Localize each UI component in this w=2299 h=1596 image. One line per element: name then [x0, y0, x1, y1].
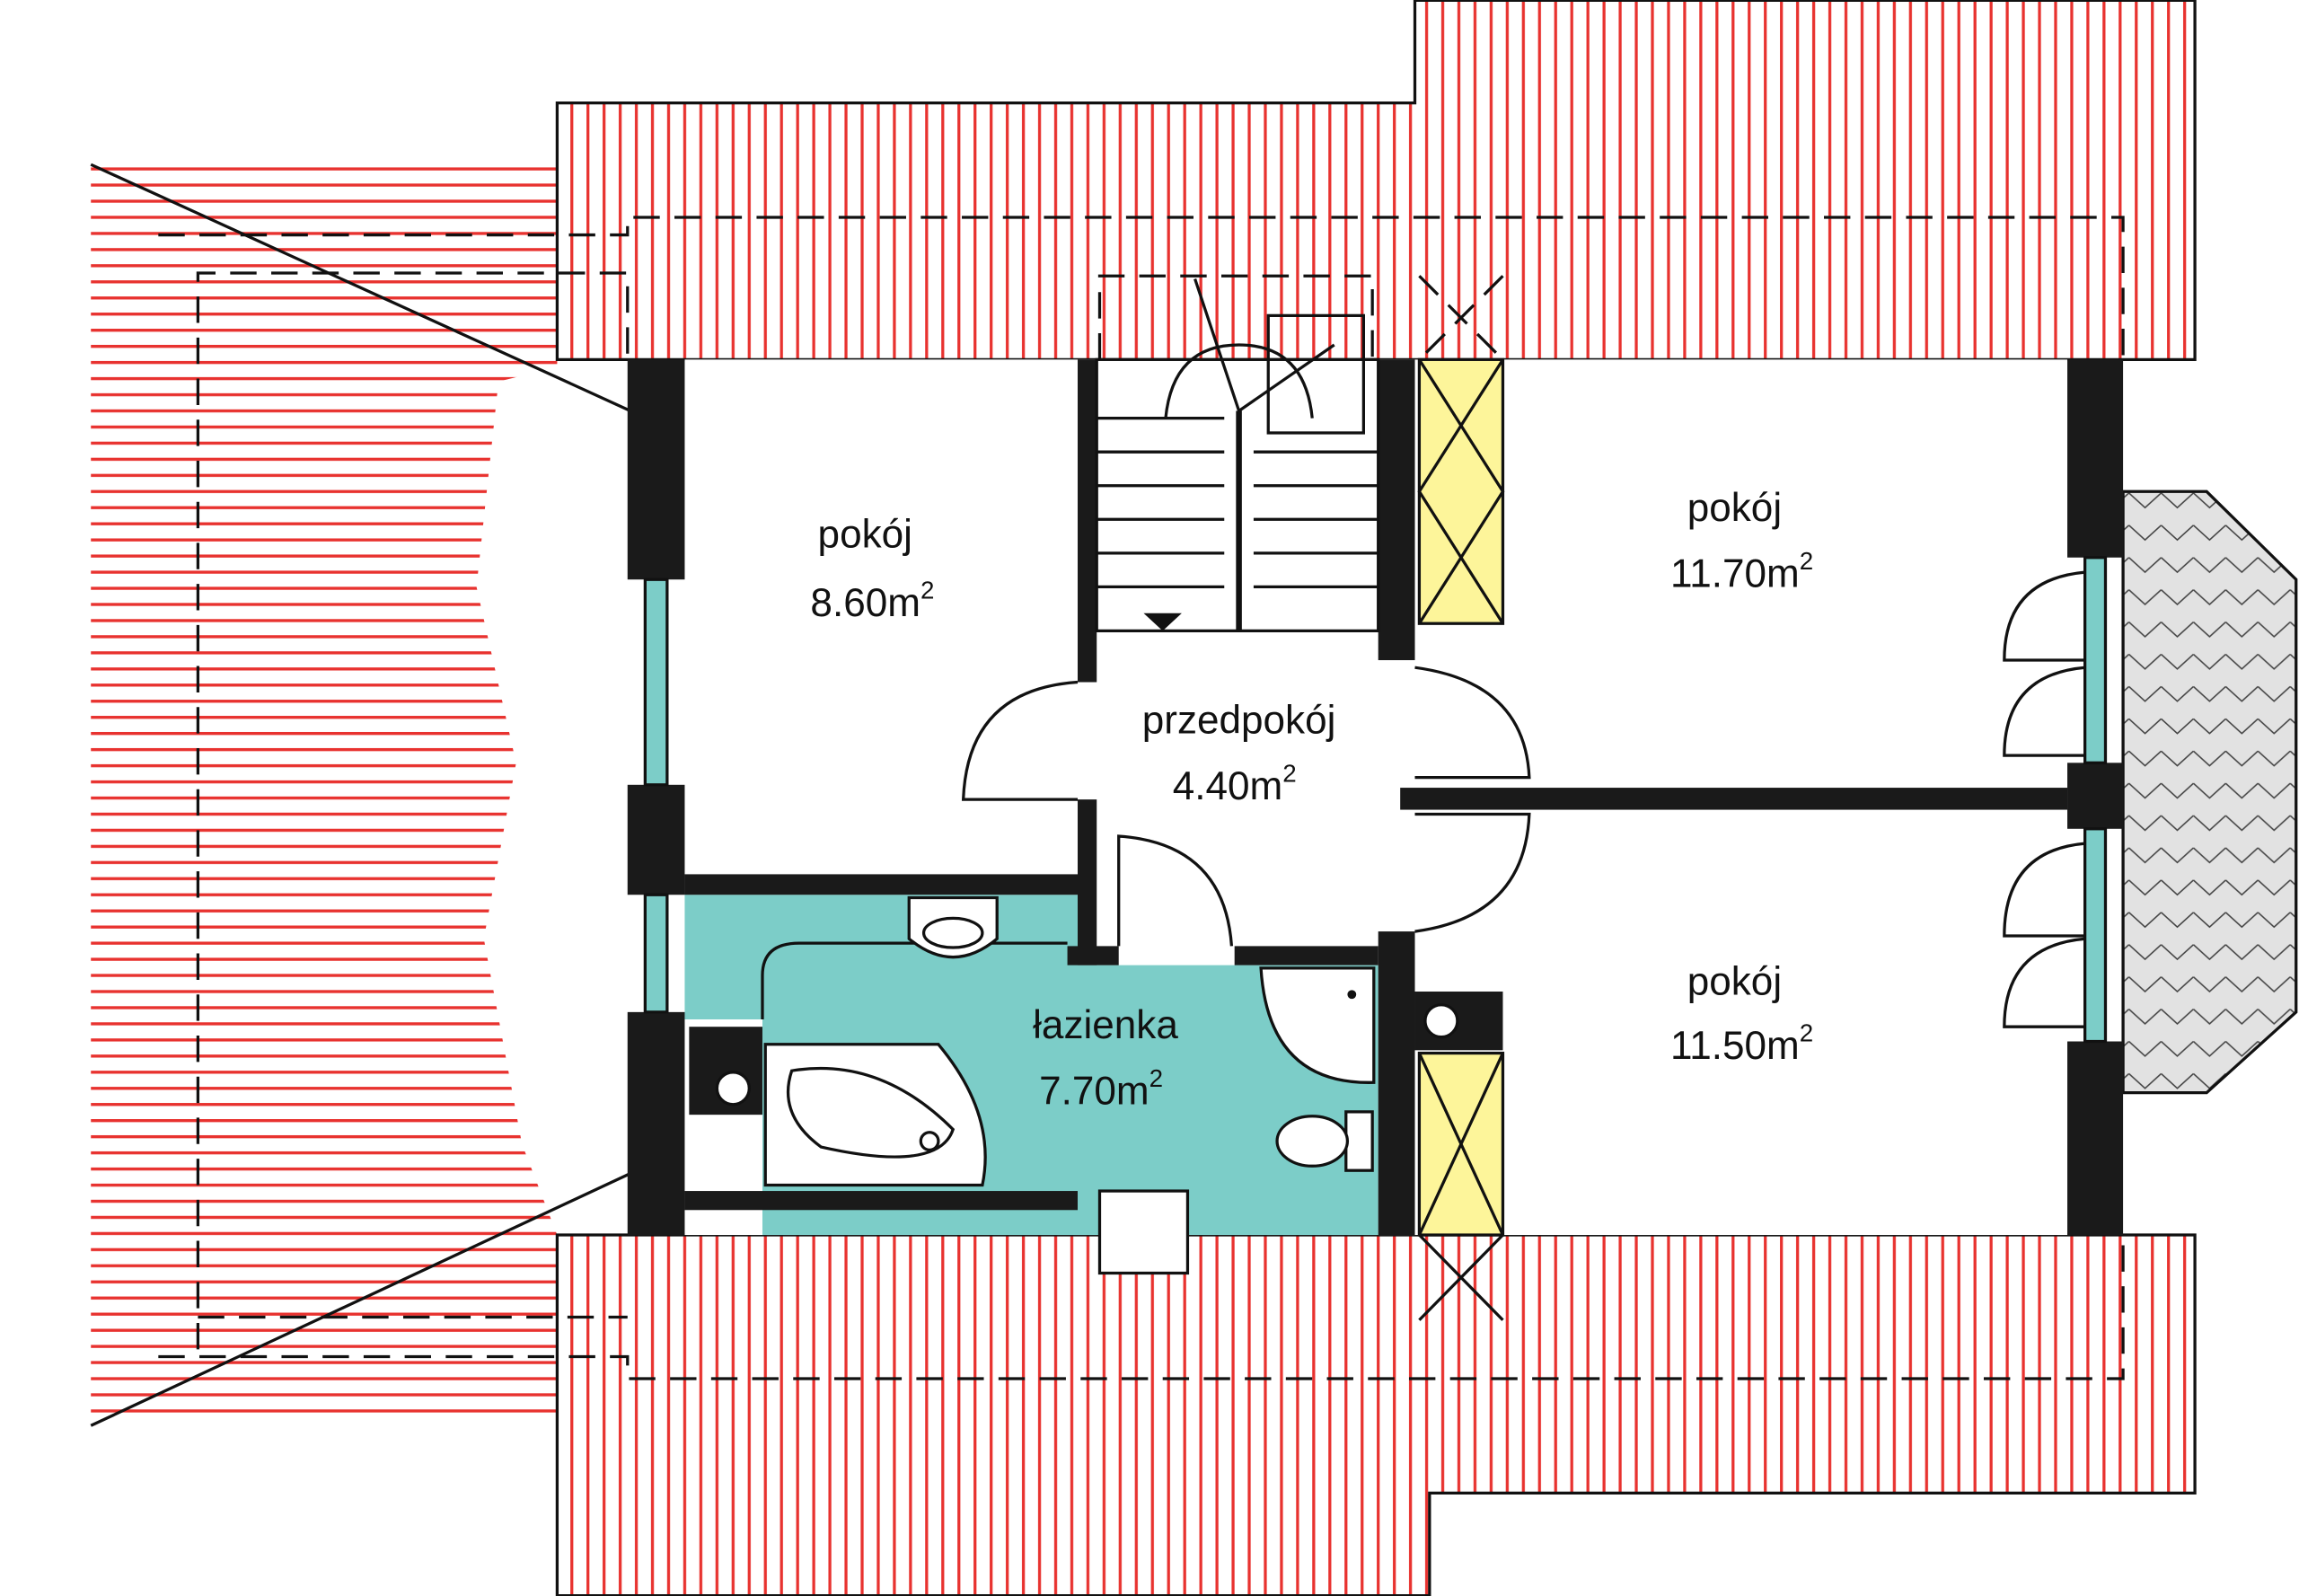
- boiler-left: [689, 1027, 762, 1115]
- dashed-eave-bottom: [158, 1235, 2125, 1380]
- dashed-eave-top: [158, 216, 2125, 360]
- boiler-right: [1414, 992, 1503, 1051]
- room-name: pokój: [1687, 959, 1782, 1003]
- roof-bottom: [555, 1233, 2197, 1596]
- room-area: 8.60m2: [810, 576, 934, 625]
- roof-left-hip: [91, 164, 558, 1426]
- washing-machine: [1097, 1189, 1190, 1275]
- room-name: pokój: [1687, 486, 1782, 530]
- room-name: pokój: [818, 512, 912, 556]
- room-area: 11.70m2: [1670, 547, 1813, 596]
- staircase: [1095, 274, 1380, 633]
- room-name: przedpokój: [1142, 699, 1336, 743]
- balcony: [2121, 489, 2298, 1095]
- hip-line-top: [90, 163, 631, 412]
- walls: [627, 359, 2124, 1236]
- bathroom-counter: [761, 941, 1068, 1020]
- room-area: 7.70m2: [1039, 1064, 1163, 1114]
- room-label-przedpokoj: przedpokój 4.40m2: [1142, 699, 1336, 808]
- room-area: 11.50m2: [1670, 1019, 1813, 1069]
- hip-line-bottom: [90, 1171, 631, 1427]
- toilet: [1275, 1110, 1374, 1172]
- room-label-lazienka: łazienka 7.70m2: [1033, 1003, 1178, 1113]
- roof-top: [555, 0, 2197, 361]
- chimney-top: [1417, 275, 1505, 625]
- room-label-pokoj-3: pokój 11.50m2: [1670, 959, 1813, 1068]
- room-label-pokoj-2: pokój 11.70m2: [1670, 486, 1813, 595]
- dashed-eave-top-inner: [196, 271, 630, 1350]
- sink: [907, 895, 999, 959]
- bathtub: [763, 1043, 987, 1187]
- doors: [961, 570, 2085, 1028]
- room-area: 4.40m2: [1173, 760, 1297, 809]
- chimney-bottom: [1417, 1051, 1505, 1321]
- shower: [1259, 966, 1376, 1084]
- room-label-pokoj-1: pokój 8.60m2: [810, 512, 934, 625]
- room-name: łazienka: [1033, 1003, 1178, 1047]
